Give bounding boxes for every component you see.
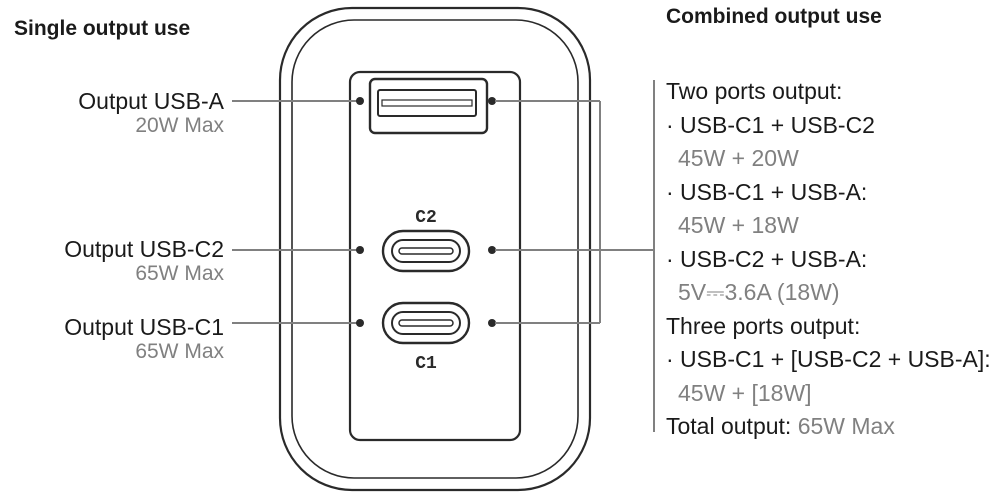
combined-output-list: Two ports output: · USB-C1 + USB-C2 45W … [666, 75, 992, 444]
two-ports-title: Two ports output: [666, 78, 843, 104]
combined-output-bracket [495, 80, 655, 432]
single-output-heading: Single output use [14, 17, 191, 40]
usb-a-port-label: Output USB-A [78, 88, 224, 114]
pair2-value: 45W + 18W [678, 212, 799, 238]
total-output: Total output: 65W Max [666, 410, 992, 444]
usb-c1-label: Output USB-C1 65W Max [64, 314, 224, 364]
triple-label: · USB-C1 + [USB-C2 + USB-A]: [666, 346, 991, 372]
pair1-label: · USB-C1 + USB-C2 [666, 111, 875, 138]
total-output-label: Total output: [666, 413, 792, 439]
leader-dots [356, 97, 496, 327]
usb-c2-port-label: Output USB-C2 [64, 236, 224, 262]
usb-a-port [368, 77, 489, 135]
usb-c2-label: Output USB-C2 65W Max [64, 236, 224, 286]
c2-marking: C2 [415, 208, 437, 228]
c1-marking: C1 [415, 354, 437, 374]
usb-c2-max-label: 65W Max [135, 262, 224, 285]
charger-face-panel [348, 70, 522, 442]
single-output-leaders [232, 100, 357, 324]
usb-c2-port [381, 229, 471, 273]
usb-c1-max-label: 65W Max [135, 340, 224, 363]
triple-value: 45W + [18W] [678, 379, 812, 406]
combined-output-heading: Combined output use [666, 5, 882, 28]
three-ports-title: Three ports output: [666, 312, 861, 339]
pair3-label: · USB-C2 + USB-A: [666, 245, 868, 272]
usb-c1-port [381, 301, 471, 345]
pair1-value: 45W + 20W [678, 145, 799, 171]
usb-a-label: Output USB-A 20W Max [78, 88, 224, 138]
usb-c1-port-label: Output USB-C1 [64, 314, 224, 340]
pair3-value: 5V⎓3.6A (18W) [678, 279, 840, 305]
pair2-label: · USB-C1 + USB-A: [666, 178, 868, 205]
total-output-value: 65W Max [797, 413, 895, 439]
usb-a-max-label: 20W Max [135, 114, 224, 137]
